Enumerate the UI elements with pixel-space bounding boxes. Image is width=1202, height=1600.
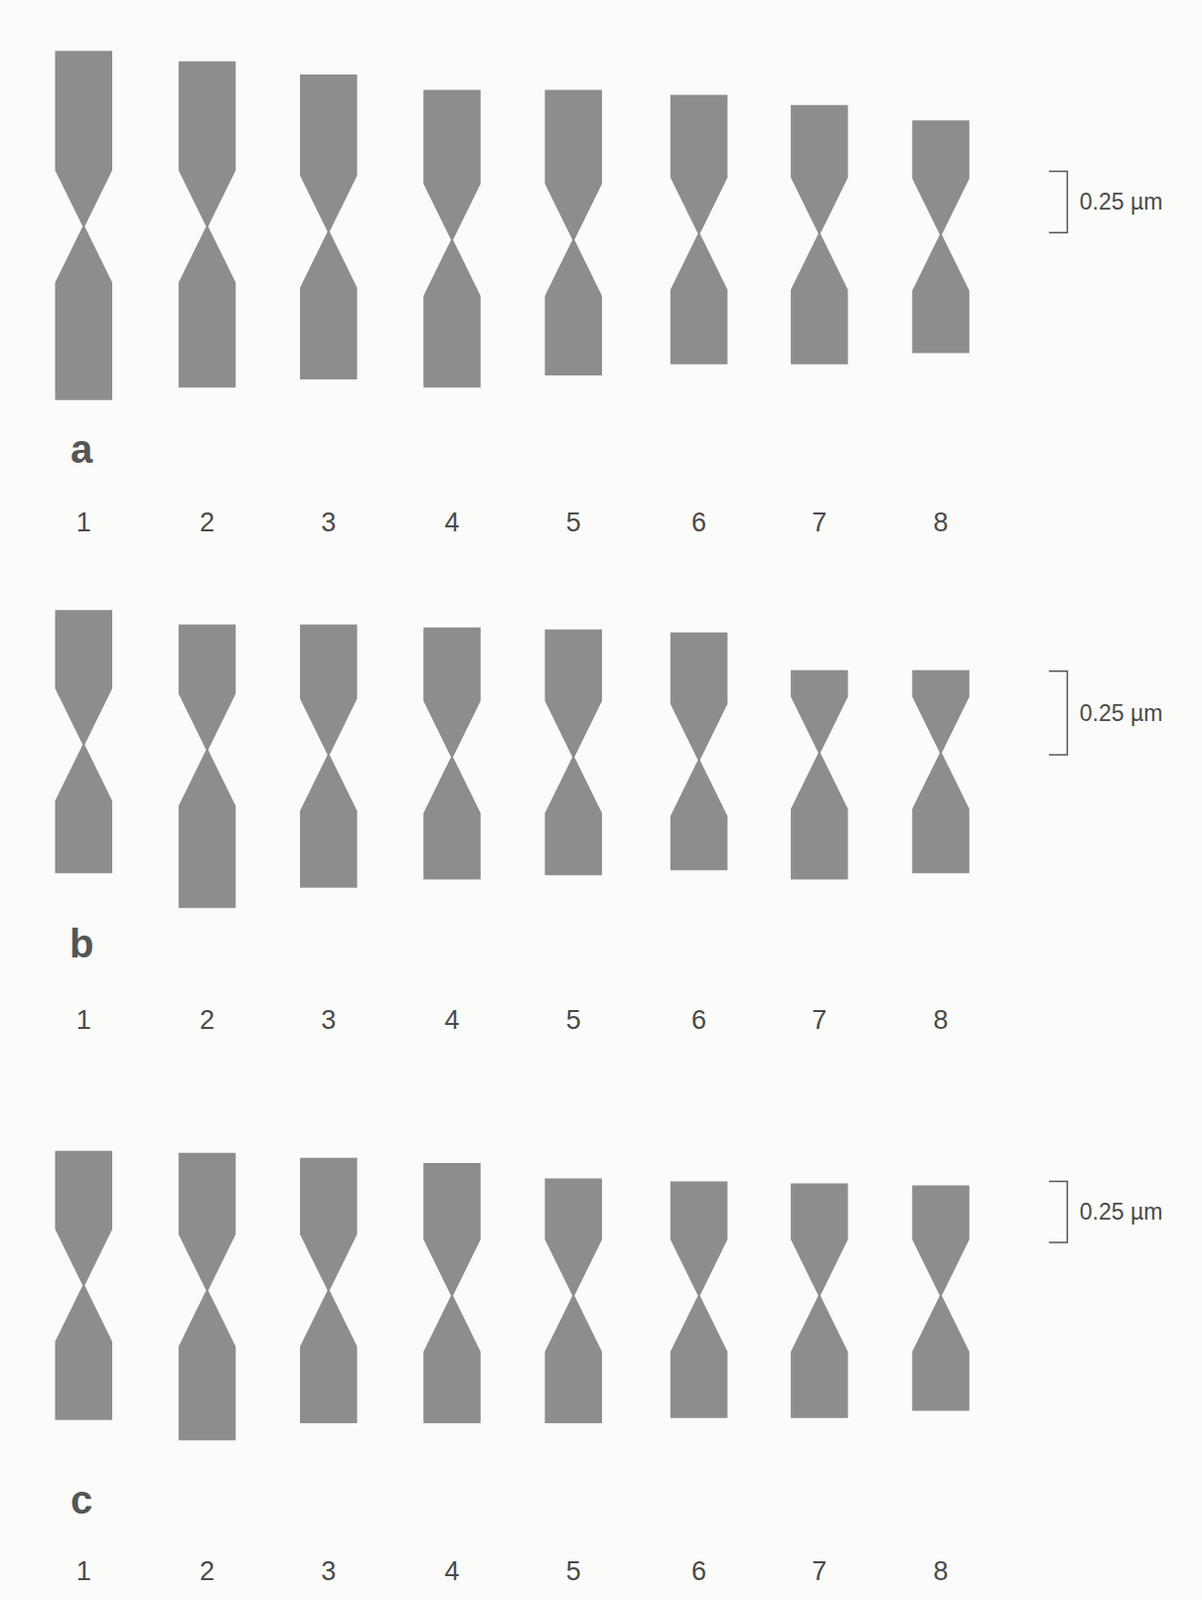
scale-bar — [1049, 671, 1067, 755]
chromosome-number: 3 — [320, 1557, 336, 1585]
chromosome-number: 8 — [933, 1007, 949, 1035]
chromosome-number: 1 — [76, 1007, 92, 1035]
chromosome-number: 7 — [811, 508, 827, 536]
scale-label: 0.25 µm — [1079, 190, 1164, 214]
panel-letter: c — [70, 1480, 93, 1520]
chromosome — [423, 1163, 481, 1424]
chromosome-number: 3 — [320, 508, 336, 536]
scale-label: 0.25 µm — [1079, 701, 1164, 725]
chromosome — [54, 1151, 113, 1421]
chromosome — [300, 1158, 358, 1424]
chromosome-number: 2 — [199, 508, 215, 536]
scale-bar — [1049, 1181, 1067, 1243]
chromosome-number: 5 — [566, 508, 582, 536]
chromosome — [545, 629, 603, 877]
chromosome — [911, 670, 970, 874]
chromosome — [911, 120, 970, 353]
chromosome — [423, 89, 481, 388]
chromosome — [54, 609, 113, 874]
chromosome-number: 6 — [691, 508, 707, 536]
chromosome — [790, 105, 849, 365]
chromosome-number: 6 — [691, 1007, 707, 1035]
chromosome — [300, 624, 358, 889]
chromosome-number: 6 — [691, 1557, 707, 1585]
chromosome-number: 7 — [811, 1557, 827, 1585]
chromosome-number: 8 — [933, 1557, 949, 1585]
chromosome-number: 8 — [933, 508, 949, 536]
chromosome — [670, 1181, 729, 1418]
chromosome — [178, 1153, 237, 1442]
chromosome-number: 5 — [566, 1007, 582, 1035]
scale-label: 0.25 µm — [1079, 1201, 1164, 1224]
chromosome-number: 2 — [199, 1557, 215, 1585]
panel-letter: a — [70, 429, 93, 469]
chromosome — [670, 95, 729, 365]
chromosome — [545, 1178, 603, 1424]
chromosome-number: 4 — [445, 508, 460, 536]
chromosome — [178, 624, 237, 909]
chromosome — [545, 89, 603, 376]
chromosome-number: 5 — [566, 1557, 582, 1585]
chromosome — [790, 1184, 849, 1419]
chromosome — [178, 61, 237, 389]
chromosome — [670, 632, 729, 871]
scale-bar — [1049, 171, 1067, 234]
chromosome-number: 7 — [811, 1007, 827, 1035]
chromosome-number: 4 — [445, 1007, 460, 1035]
chromosome-number: 4 — [445, 1557, 460, 1585]
chromosome — [790, 670, 849, 881]
chromosome — [423, 627, 481, 881]
chromosome-number: 1 — [76, 508, 92, 536]
chromosome-number: 2 — [199, 1007, 215, 1035]
chromosome — [54, 50, 113, 400]
panel-letter: b — [69, 923, 94, 964]
chromosome-number: 3 — [320, 1007, 336, 1035]
chromosome-number: 1 — [76, 1557, 92, 1585]
chromosome — [300, 74, 358, 380]
chromosome — [911, 1186, 970, 1412]
